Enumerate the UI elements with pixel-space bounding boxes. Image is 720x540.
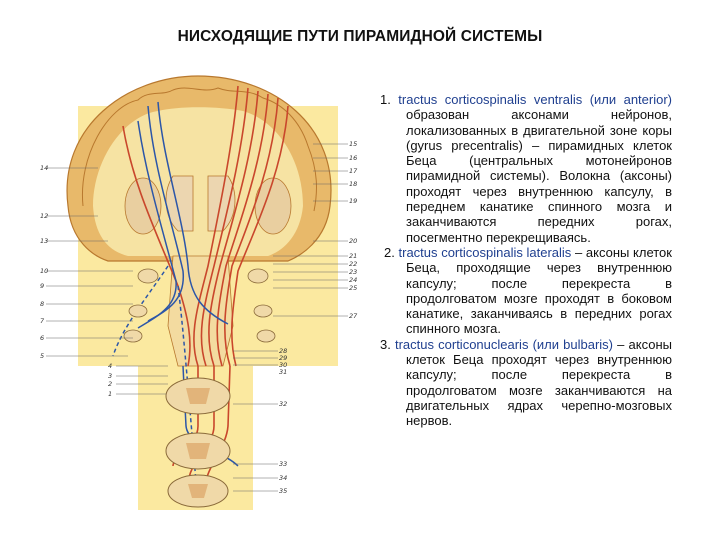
label-right-14: 30 <box>279 361 287 369</box>
label-right-5: 20 <box>349 237 357 245</box>
label-right-16: 32 <box>279 400 287 408</box>
pathways-diagram-svg: 14 12 13 10 9 8 7 6 5 4 3 2 1 15 16 17 1… <box>40 75 358 510</box>
label-left-1: 12 <box>40 212 48 220</box>
label-left-4: 9 <box>40 282 44 290</box>
page-title: НИСХОДЯЩИЕ ПУТИ ПИРАМИДНОЙ СИСТЕМЫ <box>177 28 543 45</box>
corticospinal-pathways-red <box>122 85 289 502</box>
cortex-gyri <box>81 87 317 212</box>
description-text: 1. tractus corticospinalis ventralis (ил… <box>380 92 672 429</box>
label-right-10: 25 <box>349 284 357 292</box>
label-right-4: 19 <box>349 197 357 205</box>
label-right-6: 21 <box>349 252 357 260</box>
paragraph-3-text: – аксоны клеток Беца проходят через внут… <box>406 336 672 429</box>
paragraph-1-text: образован аксонами нейронов, локализован… <box>406 107 672 245</box>
labels-left: 14 12 13 10 9 8 7 6 5 4 3 2 1 <box>40 164 112 398</box>
label-left-12: 1 <box>108 390 112 398</box>
paragraph-2-text: – аксоны клеток Беца, проходящие через в… <box>406 244 672 337</box>
label-right-12: 28 <box>279 347 287 355</box>
label-right-13: 29 <box>279 354 287 362</box>
paragraph-1-number: 1. <box>380 92 391 107</box>
cranial-nerve-nuclei <box>123 268 276 343</box>
paragraph-1: 1. tractus corticospinalis ventralis (ил… <box>380 92 672 245</box>
label-right-3: 18 <box>349 180 357 188</box>
paragraph-2: 2. tractus corticospinalis lateralis – а… <box>380 245 672 337</box>
paragraph-3: 3. tractus corticonuclearis (или bulbari… <box>380 337 672 429</box>
label-right-15: 31 <box>279 368 287 376</box>
pyramidal-pathways-illustration: 14 12 13 10 9 8 7 6 5 4 3 2 1 15 16 17 1… <box>38 66 360 510</box>
label-right-19: 35 <box>279 487 287 495</box>
label-right-18: 34 <box>279 474 287 482</box>
label-left-11: 2 <box>108 380 112 388</box>
paragraph-1-latin-term: tractus corticospinalis ventralis (или a… <box>398 92 672 107</box>
label-right-9: 24 <box>349 276 357 284</box>
label-right-7: 22 <box>349 260 357 268</box>
labels-right: 15 16 17 18 19 20 21 22 23 24 25 27 28 2… <box>279 140 358 495</box>
label-right-1: 16 <box>349 154 357 162</box>
thalamus-right <box>207 175 236 232</box>
corticonuclear-pathways-blue <box>112 101 239 507</box>
label-right-11: 27 <box>349 312 358 320</box>
label-right-0: 15 <box>349 140 357 148</box>
paragraph-3-latin-term: tractus corticonuclearis (или bulbaris) <box>394 336 614 352</box>
label-right-8: 23 <box>349 268 357 276</box>
label-left-2: 13 <box>40 237 48 245</box>
label-left-5: 8 <box>40 300 44 308</box>
spinal-gray-matter <box>186 388 210 498</box>
label-right-2: 17 <box>349 167 358 175</box>
label-left-3: 10 <box>40 267 48 275</box>
leader-lines <box>46 143 348 492</box>
label-left-8: 5 <box>40 352 44 360</box>
paragraph-2-latin-term: tractus corticospinalis lateralis <box>398 244 572 260</box>
label-left-6: 7 <box>40 317 45 325</box>
label-left-7: 6 <box>40 334 44 342</box>
paragraph-2-number: 2. <box>384 244 395 260</box>
label-left-9: 4 <box>108 362 112 370</box>
label-left-10: 3 <box>108 372 112 380</box>
paragraph-3-number: 3. <box>380 336 391 352</box>
brainstem <box>167 255 234 367</box>
label-left-0: 14 <box>40 164 48 172</box>
label-right-17: 33 <box>279 460 287 468</box>
